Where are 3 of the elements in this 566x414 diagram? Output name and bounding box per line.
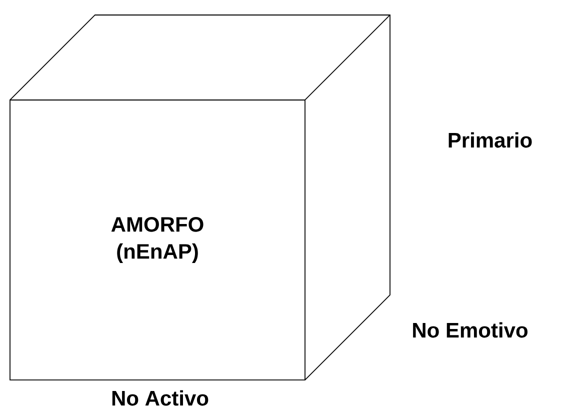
cube-drawing: AMORFO (nEnAP) — [10, 14, 390, 380]
axis-label: No Emotivo — [413, 322, 528, 338]
axis-label: Primario — [448, 132, 532, 148]
